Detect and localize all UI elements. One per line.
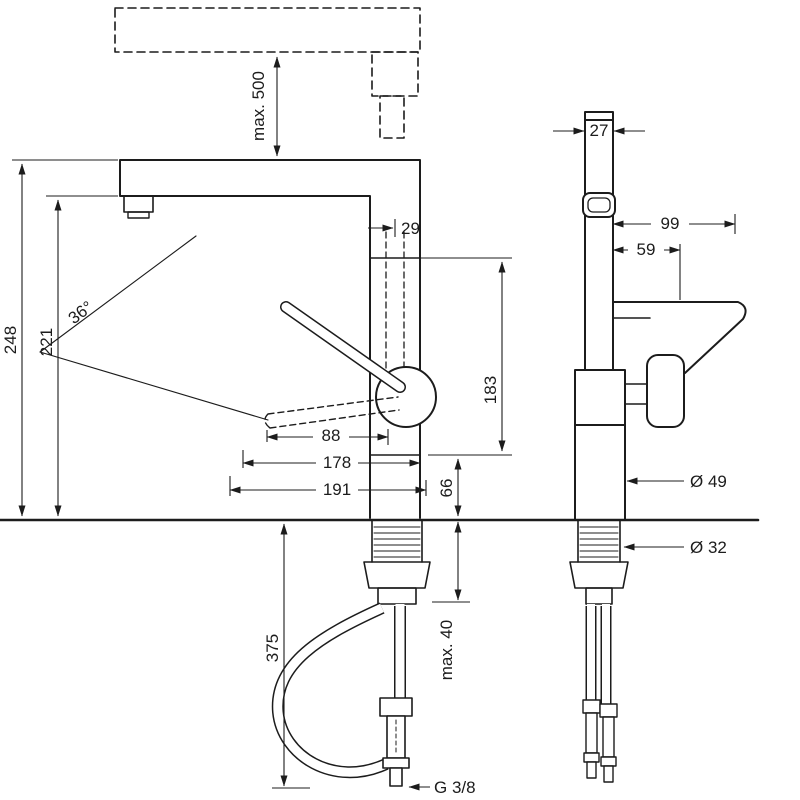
supply-hoses-front <box>271 602 406 779</box>
mounting-shaft-side <box>569 519 629 605</box>
dim-label-221: 221 <box>37 328 56 356</box>
handle-angle-lines <box>39 235 269 421</box>
dim-label-178: 178 <box>323 453 351 472</box>
dim-label-88: 88 <box>322 426 341 445</box>
handle-lever <box>264 301 437 429</box>
dim-label-183: 183 <box>481 376 500 404</box>
dim-label-59: 59 <box>637 240 656 259</box>
pullout-range-outline <box>114 7 421 139</box>
dim-label-max-40: max. 40 <box>437 620 456 680</box>
dim-label-191: 191 <box>323 480 351 499</box>
dimension-labels: max. 500 248 221 36° 29 183 88 178 191 6… <box>1 71 727 797</box>
dim-label-36deg: 36° <box>65 297 97 328</box>
dim-label-dia-32: Ø 32 <box>690 538 727 557</box>
dim-label-g38: G 3/8 <box>434 778 476 797</box>
dim-label-dia-49: Ø 49 <box>690 472 727 491</box>
dim-label-27: 27 <box>590 121 609 140</box>
handle-pivot-housing <box>646 354 685 428</box>
dim-label-99: 99 <box>661 214 680 233</box>
dim-label-66: 66 <box>437 479 456 498</box>
side-view-handle <box>612 301 747 428</box>
supply-hoses-side <box>582 604 618 783</box>
dim-label-29: 29 <box>401 219 420 238</box>
mounting-shaft-front <box>363 519 431 605</box>
dim-label-248: 248 <box>1 326 20 354</box>
side-view-body <box>574 111 648 521</box>
dim-label-375: 375 <box>263 634 282 662</box>
hose-connector-front <box>379 697 413 787</box>
front-view-body <box>119 159 421 519</box>
label-backgrounds <box>313 122 689 498</box>
dim-label-max-500: max. 500 <box>249 71 268 141</box>
hose-fittings-side <box>582 699 618 783</box>
